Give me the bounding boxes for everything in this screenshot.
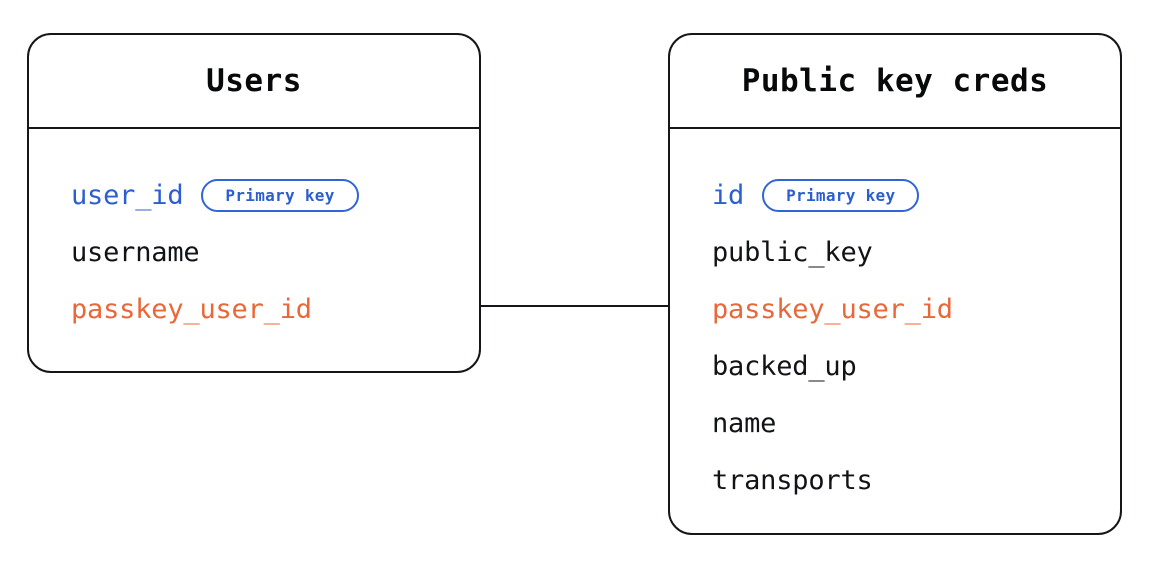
field-row[interactable]: passkey_user_id xyxy=(29,281,479,338)
field-row[interactable]: public_key xyxy=(670,224,1120,281)
field-name-backed_up: backed_up xyxy=(712,351,857,382)
field-name-user_id: user_id xyxy=(71,180,184,211)
primary-key-badge: Primary key xyxy=(762,179,920,212)
entity-header-users: Users xyxy=(29,35,479,129)
field-row[interactable]: user_id Primary key xyxy=(29,167,479,224)
field-name-passkey_user_id: passkey_user_id xyxy=(71,294,312,325)
entity-title-public-key-creds: Public key creds xyxy=(741,62,1049,99)
primary-key-badge: Primary key xyxy=(201,179,359,212)
field-row[interactable]: passkey_user_id xyxy=(670,281,1120,338)
field-name-transports: transports xyxy=(712,465,873,496)
entity-title-users: Users xyxy=(206,62,302,99)
field-row[interactable]: transports xyxy=(670,452,1120,509)
field-name-username: username xyxy=(71,237,200,268)
primary-key-badge-label: Primary key xyxy=(225,185,335,205)
field-name-id: id xyxy=(712,180,745,211)
primary-key-badge-label: Primary key xyxy=(786,185,896,205)
field-name-public_key: public_key xyxy=(712,237,873,268)
entity-fields-users: user_id Primary key username passkey_user_i… xyxy=(29,129,479,338)
entity-box-users[interactable]: Users user_id Primary key username passkey_u… xyxy=(27,33,481,373)
field-row[interactable]: id Primary key xyxy=(670,167,1120,224)
field-name-passkey_user_id: passkey_user_id xyxy=(712,294,953,325)
field-row[interactable]: backed_up xyxy=(670,338,1120,395)
field-name-name: name xyxy=(712,408,777,439)
field-row[interactable]: name xyxy=(670,395,1120,452)
entity-header-public-key-creds: Public key creds xyxy=(670,35,1120,129)
relationship-connector-users-to-public-key-creds xyxy=(481,305,670,307)
field-row[interactable]: username xyxy=(29,224,479,281)
